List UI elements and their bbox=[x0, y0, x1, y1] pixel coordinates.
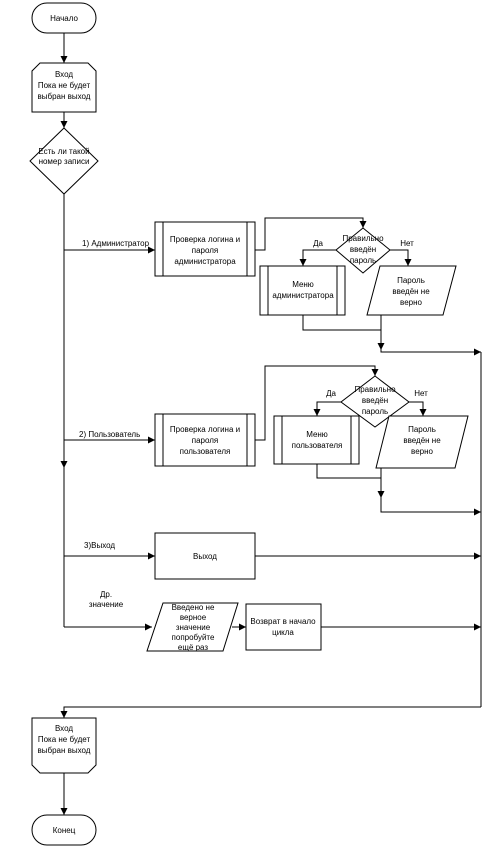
user-password-wrong-io bbox=[375, 415, 469, 469]
user-menu-line-1: Меню bbox=[306, 430, 328, 439]
edge-admin-no bbox=[390, 249, 412, 266]
user-password-ok-line-2: введён bbox=[362, 396, 388, 405]
branch-user-label: 2) Пользователь bbox=[79, 430, 140, 439]
loop-start-line-3: выбран выход bbox=[38, 92, 91, 101]
admin-menu-line-2: администратора bbox=[272, 291, 334, 300]
loop-end-shape bbox=[31, 717, 97, 774]
user-menu-process bbox=[273, 415, 360, 465]
user-login-check-process bbox=[154, 413, 256, 467]
user-login-check-line-3: пользователя bbox=[180, 447, 231, 456]
loop-start-line-2: Пока не будет bbox=[38, 81, 91, 90]
edge-right-to-loop-end bbox=[60, 706, 481, 718]
record-check-line-1: Есть ли такой bbox=[38, 147, 89, 156]
invalid-value-line-5: ещё раз bbox=[178, 643, 209, 652]
invalid-value-line-4: попробуйте bbox=[172, 633, 215, 642]
branch-exit-label: 3)Выход bbox=[84, 541, 115, 550]
loop-end-line-2: Пока не будет bbox=[38, 735, 91, 744]
admin-login-check-line-3: администратора bbox=[174, 257, 236, 266]
start-label: Начало bbox=[50, 14, 78, 23]
return-to-loop-line-2: цикла bbox=[272, 628, 294, 637]
edge-user-to-right bbox=[380, 498, 481, 516]
loop-start-shape bbox=[31, 62, 97, 113]
end-label: Конец bbox=[53, 826, 76, 835]
return-to-loop-line-1: Возврат в начало bbox=[250, 617, 316, 626]
user-password-ok-line-1: Правильно bbox=[354, 385, 396, 394]
admin-no-label: Нет bbox=[400, 239, 414, 248]
return-to-loop-process bbox=[245, 603, 322, 651]
edge-user-yes bbox=[313, 401, 341, 416]
invalid-value-line-1: Введено не bbox=[172, 603, 215, 612]
user-yes-label: Да bbox=[326, 389, 336, 398]
user-menu-line-2: пользователя bbox=[292, 441, 343, 450]
user-login-check-line-1: Проверка логина и bbox=[170, 425, 240, 434]
invalid-value-line-2: верное bbox=[180, 613, 207, 622]
branch-other-label-line-1: Др. bbox=[100, 590, 112, 599]
admin-login-check-process bbox=[154, 221, 256, 277]
edge-user-menu-out bbox=[316, 464, 381, 479]
end-terminator bbox=[31, 814, 97, 846]
invalid-value-line-3: значение bbox=[176, 623, 211, 632]
edge-admin-to-right bbox=[380, 348, 481, 356]
record-check-line-2: номер записи bbox=[39, 157, 90, 166]
branch-admin-label: 1) Администратор bbox=[82, 239, 150, 248]
record-check-decision bbox=[29, 127, 99, 195]
exit-block-label: Выход bbox=[193, 552, 217, 561]
edge-admin-menu-out bbox=[302, 315, 381, 331]
admin-menu-line-1: Меню bbox=[292, 280, 314, 289]
edge-user-no bbox=[409, 401, 427, 416]
user-login-check-line-2: пароля bbox=[192, 436, 219, 445]
admin-password-wrong-line-2: введён не bbox=[392, 287, 430, 296]
loop-start-line-1: Вход bbox=[55, 70, 73, 79]
branch-other-label-line-2: значение bbox=[89, 600, 124, 609]
admin-password-ok-line-3: пароль bbox=[350, 256, 376, 265]
user-no-label: Нет bbox=[414, 389, 428, 398]
admin-menu-process bbox=[259, 265, 346, 316]
user-password-wrong-line-1: Пароль bbox=[408, 425, 436, 434]
edge-admin-yes bbox=[299, 249, 336, 266]
connectors bbox=[60, 33, 482, 815]
exit-process bbox=[154, 532, 256, 580]
admin-password-ok-line-2: введён bbox=[350, 245, 376, 254]
admin-password-decision bbox=[335, 227, 391, 274]
admin-password-wrong-io bbox=[366, 265, 457, 316]
user-password-wrong-line-3: верно bbox=[411, 447, 433, 456]
loop-end-line-3: выбран выход bbox=[38, 746, 91, 755]
edge-admin-check-to-decision bbox=[255, 217, 367, 251]
user-password-ok-line-3: пароль bbox=[362, 407, 388, 416]
admin-password-ok-line-1: Правильно bbox=[342, 234, 384, 243]
admin-password-wrong-line-3: верно bbox=[400, 298, 422, 307]
user-password-decision bbox=[340, 375, 410, 428]
admin-password-wrong-line-1: Пароль bbox=[397, 276, 425, 285]
admin-login-check-line-2: пароля bbox=[192, 246, 219, 255]
start-terminator bbox=[31, 2, 97, 34]
admin-yes-label: Да bbox=[313, 239, 323, 248]
invalid-value-io bbox=[146, 602, 239, 652]
loop-end-line-1: Вход bbox=[55, 724, 73, 733]
edge-user-check-to-decision bbox=[255, 365, 379, 441]
admin-login-check-line-1: Проверка логина и bbox=[170, 235, 240, 244]
user-password-wrong-line-2: введён не bbox=[403, 436, 441, 445]
